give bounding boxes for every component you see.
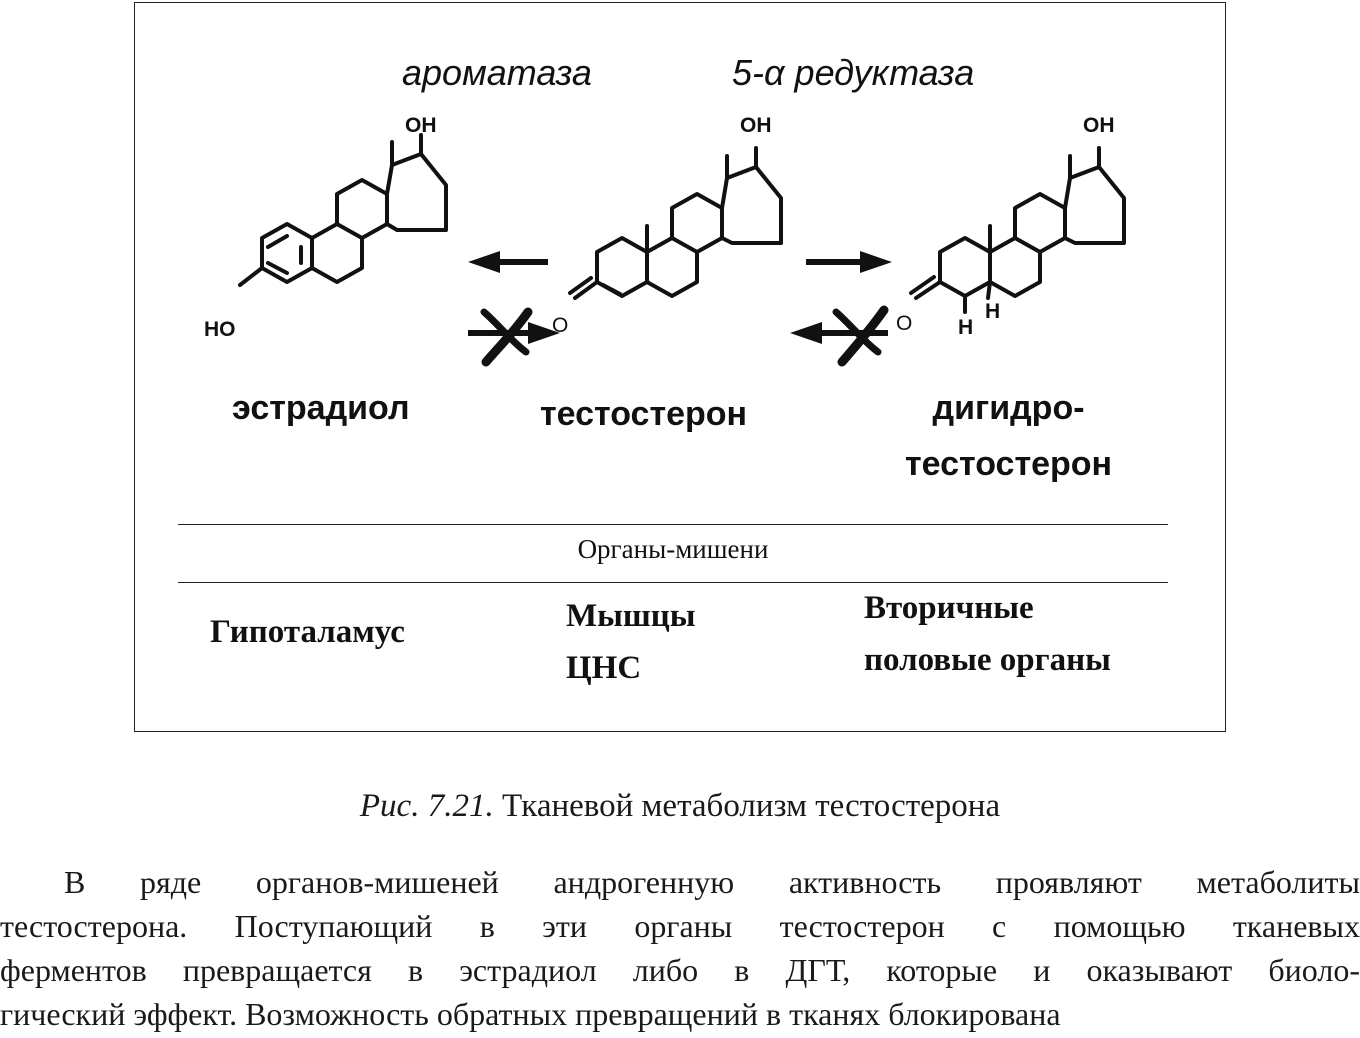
target-secondary-line2: половые органы bbox=[864, 642, 1111, 678]
structures-diagram bbox=[238, 133, 1126, 367]
dht-o-label: O bbox=[896, 312, 913, 335]
target-secondary-line1: Вторичные bbox=[864, 590, 1034, 626]
paragraph-line: гический эффект. Возможность обратных пр… bbox=[0, 996, 1061, 1032]
paragraph-line: тестостерона. Поступающий в эти органы т… bbox=[0, 908, 1360, 944]
reductase-label: 5-α редуктаза bbox=[732, 52, 975, 93]
target-hypothalamus: Гипоталамус bbox=[210, 614, 405, 650]
estradiol-structure bbox=[238, 133, 448, 287]
paragraph-line: В ряде органов-мишеней андрогенную актив… bbox=[64, 864, 1360, 900]
dht-h-label-1: H bbox=[958, 316, 974, 339]
figure-caption-text: Тканевой метаболизм тестостерона bbox=[501, 788, 1001, 824]
arrow-to-estradiol bbox=[468, 251, 548, 273]
arrow-to-dht bbox=[806, 251, 892, 273]
testosterone-structure bbox=[568, 146, 783, 300]
testosterone-o-label: O bbox=[552, 314, 569, 337]
testosterone-oh-label: OH bbox=[740, 114, 772, 137]
targets-top-rule bbox=[178, 524, 1168, 525]
targets-header: Органы-мишени bbox=[577, 534, 769, 564]
target-muscles-cns: Мышцы ЦНС bbox=[566, 590, 696, 694]
dht-name-line1: дигидро- bbox=[932, 389, 1085, 427]
figure-caption: Рис. 7.21. Тканевой метаболизм тестостер… bbox=[0, 788, 1360, 825]
blocked-arrow-dht-to-testosterone bbox=[790, 305, 889, 367]
estradiol-ho-label: HO bbox=[204, 318, 236, 341]
dht-name: дигидро- тестостерон bbox=[905, 380, 1112, 492]
body-paragraph: В ряде органов-мишеней андрогенную актив… bbox=[0, 860, 1360, 1036]
target-muscles: Мышцы bbox=[566, 598, 696, 634]
target-cns: ЦНС bbox=[566, 650, 642, 686]
dht-oh-label: OH bbox=[1083, 114, 1115, 137]
estradiol-oh-label: OH bbox=[405, 114, 437, 137]
dht-h-label-2: H bbox=[985, 300, 1001, 323]
aromatase-label: ароматаза bbox=[402, 52, 592, 93]
figure-caption-prefix: Рис. 7.21. bbox=[359, 788, 494, 824]
testosterone-name: тестостерон bbox=[540, 395, 748, 433]
estradiol-name: эстрадиол bbox=[232, 389, 410, 427]
paragraph-line: ферментов превращается в эстрадиол либо … bbox=[0, 952, 1360, 988]
blocked-arrow-estradiol-to-testosterone bbox=[468, 307, 560, 367]
targets-bottom-rule bbox=[178, 582, 1168, 583]
target-secondary-sex-organs: Вторичные половые органы bbox=[864, 582, 1111, 686]
dht-name-line2: тестостерон bbox=[905, 445, 1113, 483]
dihydrotestosterone-structure bbox=[909, 146, 1126, 314]
figure-frame bbox=[134, 2, 1226, 732]
